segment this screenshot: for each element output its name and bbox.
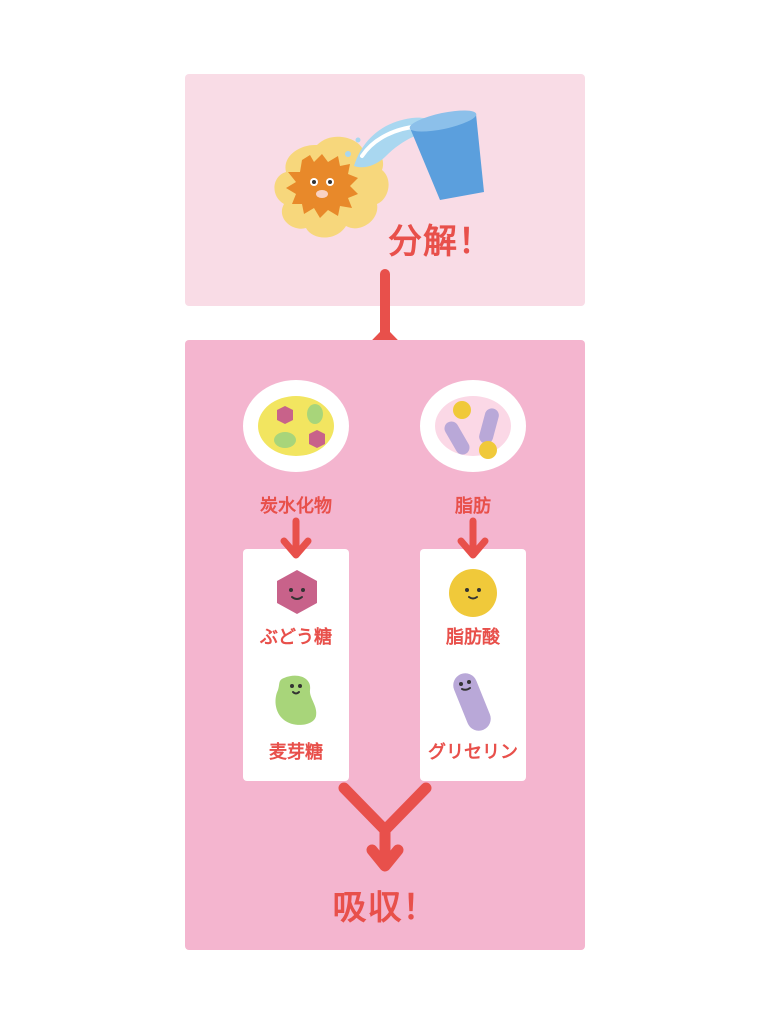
fat-down-arrow (457, 517, 489, 559)
enzyme-splash-illustration (274, 110, 484, 238)
digestion-title: 分解！ (388, 222, 493, 262)
carbohydrate-down-arrow (280, 517, 312, 559)
maltose-icon (275, 675, 317, 725)
absorption-title: 吸収！ (332, 888, 438, 928)
glucose-icon (277, 570, 317, 614)
carbohydrate-title: 炭水化物 (260, 496, 332, 517)
glycerin-icon (453, 673, 491, 731)
glycerin-label: グリセリン (428, 742, 518, 763)
fatty-acid-icon (449, 569, 497, 617)
merge-arrow (338, 782, 432, 872)
glucose-label: ぶどう糖 (260, 627, 332, 648)
carbohydrate-plate-icon (243, 380, 349, 472)
fatty-acid-label: 脂肪酸 (446, 627, 500, 648)
fat-plate-icon (420, 380, 526, 472)
fat-title: 脂肪 (455, 496, 491, 517)
maltose-label: 麦芽糖 (269, 742, 323, 763)
